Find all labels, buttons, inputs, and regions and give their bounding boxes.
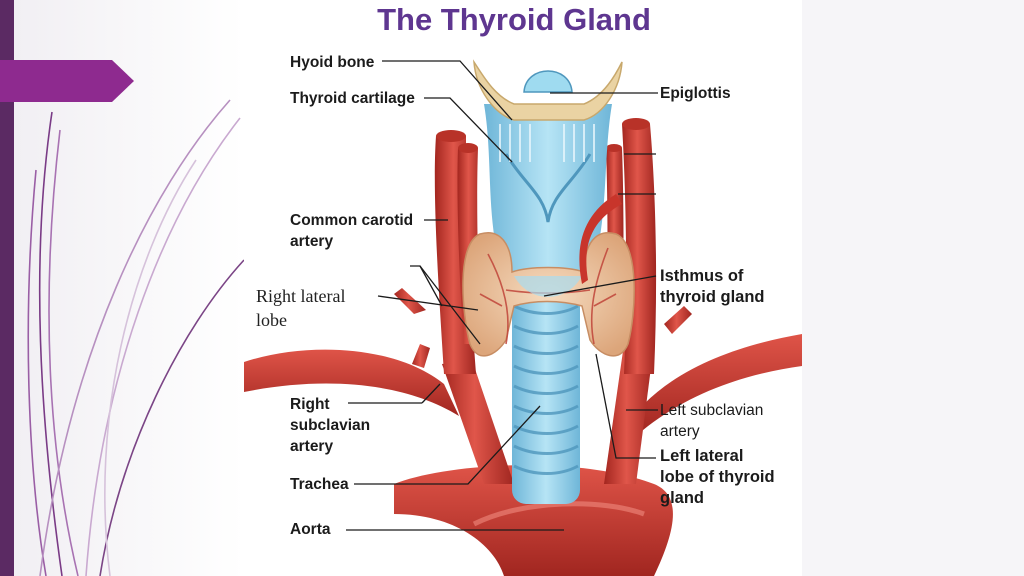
left-subclavian-artery-shape xyxy=(604,334,802,484)
thyroid-illustration xyxy=(244,59,802,576)
label-right-subclavian-artery: Right subclavian artery xyxy=(290,394,370,457)
label-left-subclavian-artery: Left subclavian artery xyxy=(660,400,763,442)
label-epiglottis: Epiglottis xyxy=(660,85,731,102)
label-line: thyroid gland xyxy=(660,288,765,306)
label-line: lobe of thyroid xyxy=(660,468,775,486)
label-aorta: Aorta xyxy=(290,521,331,538)
label-isthmus-of-thyroid-gland: Isthmus of thyroid gland xyxy=(660,266,765,308)
label-left-lateral-lobe: Left lateral lobe of thyroid gland xyxy=(660,446,775,509)
hyoid-bone-shape xyxy=(473,59,623,121)
epiglottis-shape xyxy=(523,70,573,93)
leader-lines xyxy=(346,60,658,531)
larynx-shape xyxy=(484,104,612,284)
label-line: subclavian xyxy=(290,417,371,434)
decorative-lines xyxy=(27,99,245,576)
label-line: Common carotid xyxy=(290,212,414,229)
left-accent-bar xyxy=(0,0,14,576)
label-line: Left lateral xyxy=(660,447,744,465)
label-line: artery xyxy=(660,423,700,440)
label-line: artery xyxy=(290,438,334,455)
label-line: gland xyxy=(660,489,704,507)
label-line: Right lateral xyxy=(256,286,346,306)
label-common-carotid-artery: Common carotid artery xyxy=(290,210,413,252)
label-line: Left subclavian xyxy=(660,402,764,419)
label-trachea: Trachea xyxy=(290,476,349,493)
arrow-tab-decoration xyxy=(0,60,134,102)
label-line: Right xyxy=(290,396,330,413)
thyroid-figure: Hyoid bone Thyroid cartilage Common caro… xyxy=(244,44,802,576)
label-line: lobe xyxy=(256,310,287,330)
label-line: artery xyxy=(290,233,334,250)
label-line: Isthmus of xyxy=(660,267,744,285)
superior-thyroid-artery xyxy=(579,194,622,284)
slide-title: The Thyroid Gland xyxy=(377,2,651,37)
label-hyoid-bone: Hyoid bone xyxy=(290,54,375,71)
trachea-shape xyxy=(512,274,580,504)
label-right-lateral-lobe: Right lateral lobe xyxy=(256,284,345,332)
thyroid-gland-shape xyxy=(462,232,635,357)
label-thyroid-cartilage: Thyroid cartilage xyxy=(290,90,415,107)
